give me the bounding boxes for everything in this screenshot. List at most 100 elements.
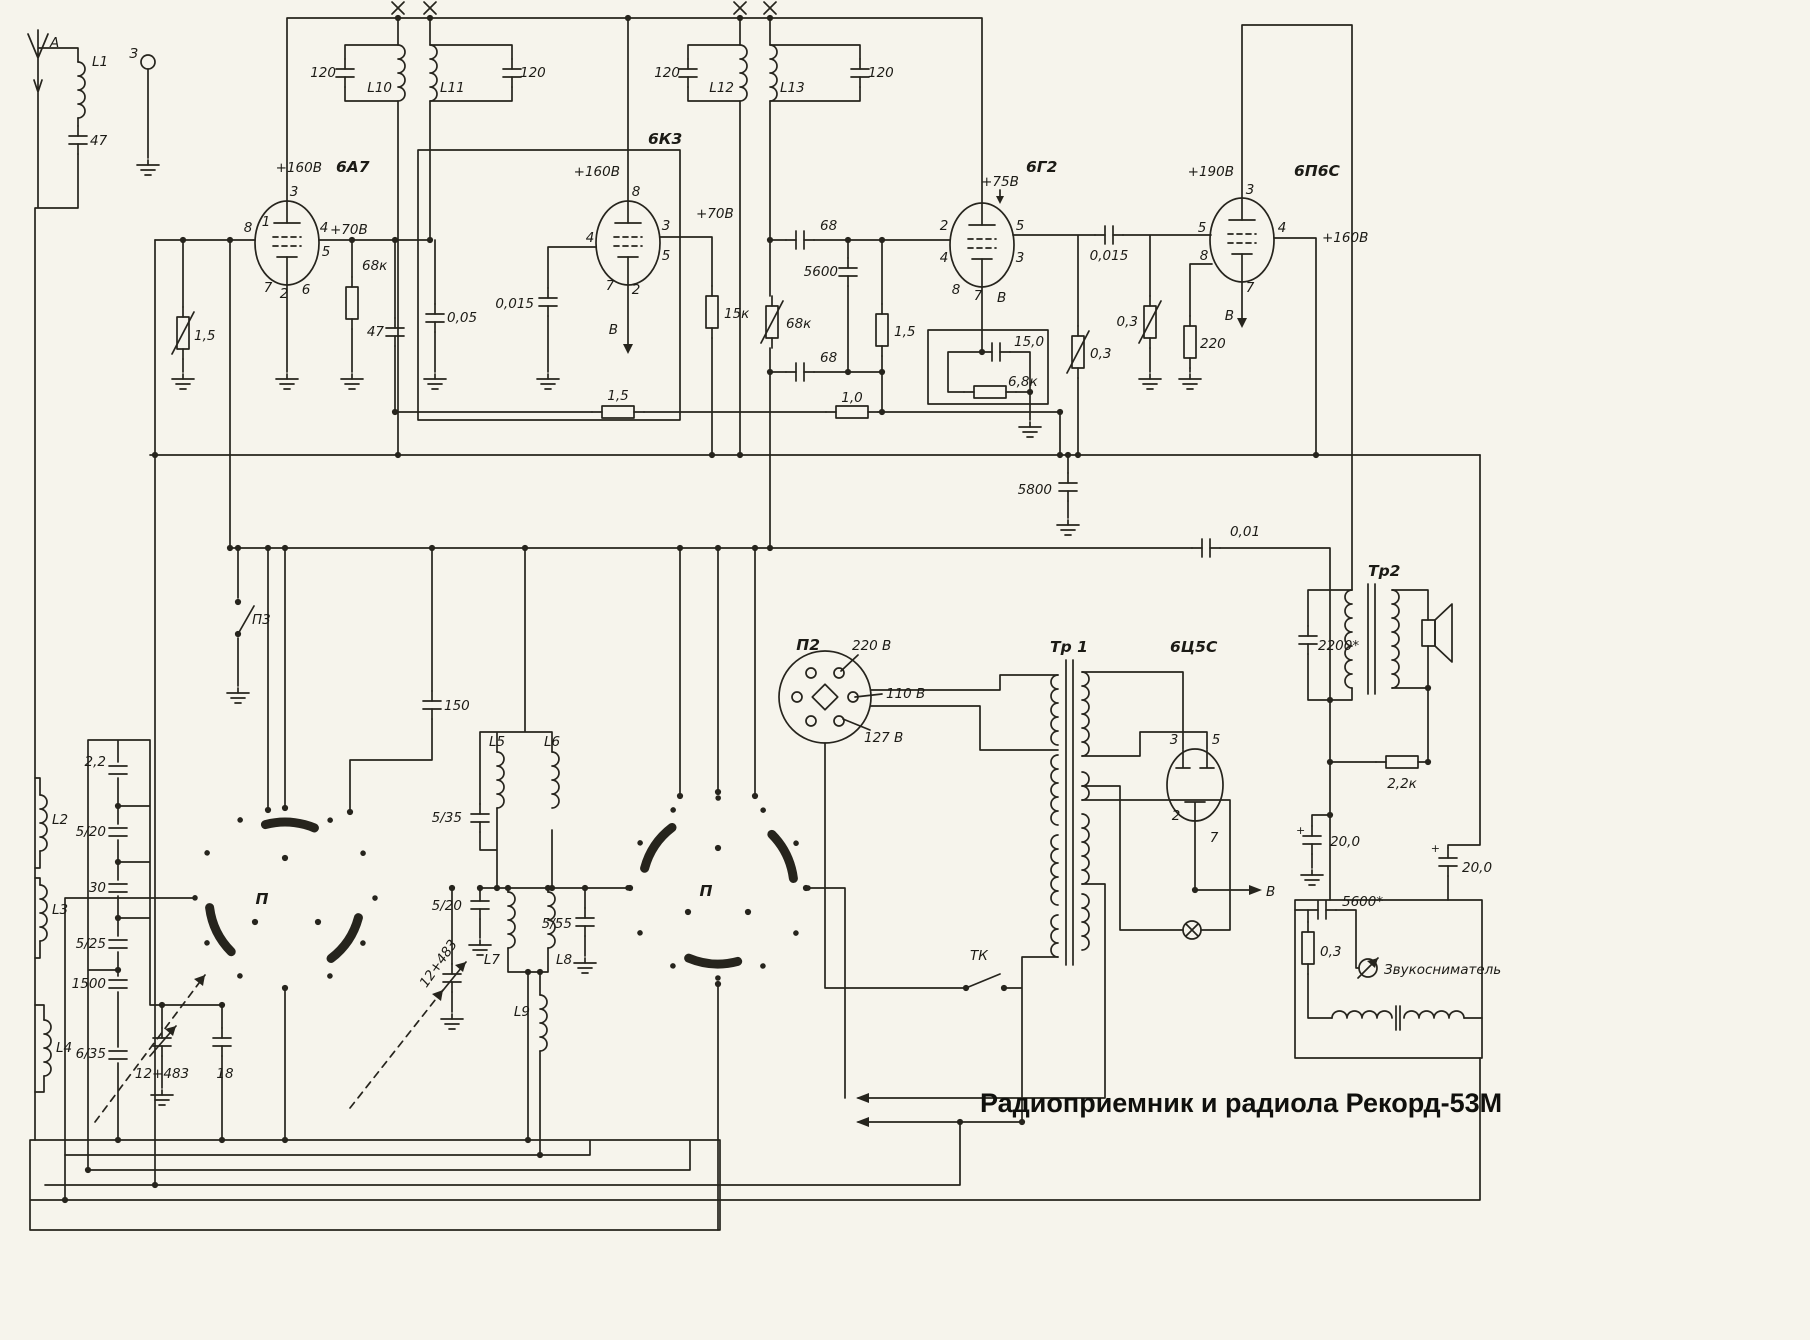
label-c47: 47 [367,324,385,340]
svg-text:3: 3 [1246,182,1255,198]
label-c2-2: 2,2 [85,754,106,770]
label-v220: 220 В [852,638,891,654]
label-c5800: 5800 [1018,482,1052,498]
power-transformer-tr1 [1050,671,1090,958]
label-r15k: 15к [724,306,750,322]
label-v75: +75В [981,174,1019,190]
svg-text:3: 3 [290,184,299,200]
label-switch-left-p: П [256,890,269,908]
label-r6k8: 6,8к [1008,374,1038,390]
label-c2200: 2200* [1318,638,1359,654]
svg-text:5: 5 [1016,218,1025,234]
svg-text:2: 2 [632,282,641,298]
svg-text:8: 8 [952,282,961,298]
dial-lamp [1182,920,1202,940]
svg-text:7: 7 [606,278,615,294]
label-c30: 30 [89,880,106,896]
label-v160-1: +160В [276,160,322,176]
label-c005: 0,05 [447,310,477,326]
label-l3: L3 [52,902,68,918]
svg-text:8: 8 [244,220,253,236]
label-b-2: В [997,290,1006,306]
label-l1: L1 [92,54,108,70]
svg-text:1: 1 [262,214,271,230]
label-l8: L8 [556,952,572,968]
wiring-stage3 [947,189,1212,456]
wiring-pickup-box [1294,909,1483,1031]
voltage-selector-p2 [778,650,872,744]
label-ground: З [129,46,138,62]
svg-text:8: 8 [1200,248,1209,264]
label-tr2: Тр2 [1368,562,1400,580]
wiring-buses [149,239,1481,1186]
coil-l5 [496,751,505,809]
rotary-switch-right [625,795,811,981]
label-switch-right-p: П [700,882,713,900]
mechanical-link-dashed [94,974,444,1123]
label-antenna: А [49,35,59,51]
label-b-4: В [1266,884,1275,900]
tube-6g2 [949,202,1015,288]
label-c20-1: 20,0 [1330,834,1360,850]
coil-l1 [77,61,86,119]
label-p3: П3 [252,612,271,628]
coil-l4 [43,1019,52,1077]
label-c0015-2: 0,015 [1090,248,1129,264]
label-l10: L10 [367,80,392,96]
coil-l12 [739,44,748,102]
label-c68-2: 68 [820,350,837,366]
output-transformer-tr2 [1344,583,1400,695]
label-r1k5-2: 1,5 [607,388,628,404]
wiring-antenna [27,29,149,1141]
label-c520-2: 5/20 [432,898,462,914]
svg-text:5: 5 [1212,732,1221,748]
label-c15: 15,0 [1014,334,1044,350]
label-l6: L6 [544,734,560,750]
label-r1k0: 1,0 [841,390,862,406]
svg-text:5: 5 [322,244,331,260]
label-c18: 18 [216,1066,233,1082]
label-r68k-2: 68к [786,316,812,332]
tube-6k3 [595,200,661,286]
label-tk: ТК [970,948,989,964]
label-l9: L9 [514,1004,530,1020]
coil-l11 [429,44,438,102]
label-v160-2: +160В [574,164,620,180]
wiring-switch-right [439,547,846,1231]
label-b-1: В [609,322,618,338]
coil-l6 [551,751,560,809]
svg-text:7: 7 [974,288,983,304]
label-c0015-1: 0,015 [495,296,534,312]
label-l5: L5 [489,734,505,750]
label-l2: L2 [52,812,68,828]
label-b-3: В [1225,308,1234,324]
label-v110: 110 В [886,686,925,702]
arrowheads [165,196,1378,1127]
svg-text:4: 4 [1278,220,1287,236]
svg-text:2: 2 [280,286,289,302]
label-tr1: Тр 1 [1050,638,1088,656]
coil-l7 [507,891,516,949]
label-c555: 5/55 [542,916,572,932]
svg-text:5: 5 [662,248,671,264]
coil-l10 [397,44,406,102]
label-c5600s: 5600* [1342,894,1383,910]
label-v70-2: +70В [696,206,734,222]
coil-l2 [39,794,48,852]
label-c120-1: 120 [310,65,336,81]
label-r03-2: 0,3 [1090,346,1111,362]
label-p2: П2 [796,636,820,654]
rotary-switch-left [192,805,378,991]
svg-text:4: 4 [320,220,329,236]
wiring-bottom [29,1057,1481,1231]
svg-text:3: 3 [662,218,671,234]
label-c635: 6/35 [76,1046,106,1062]
label-r03-3: 0,3 [1320,944,1341,960]
text-layer: А З L1 47 120 L10 L11 120 120 L12 L13 12… [49,35,1502,1118]
label-c120-4: 120 [868,65,894,81]
svg-text:3: 3 [1016,250,1025,266]
svg-text:2: 2 [1172,808,1181,824]
wiring-stage2 [547,236,713,456]
label-c535: 5/35 [432,810,462,826]
